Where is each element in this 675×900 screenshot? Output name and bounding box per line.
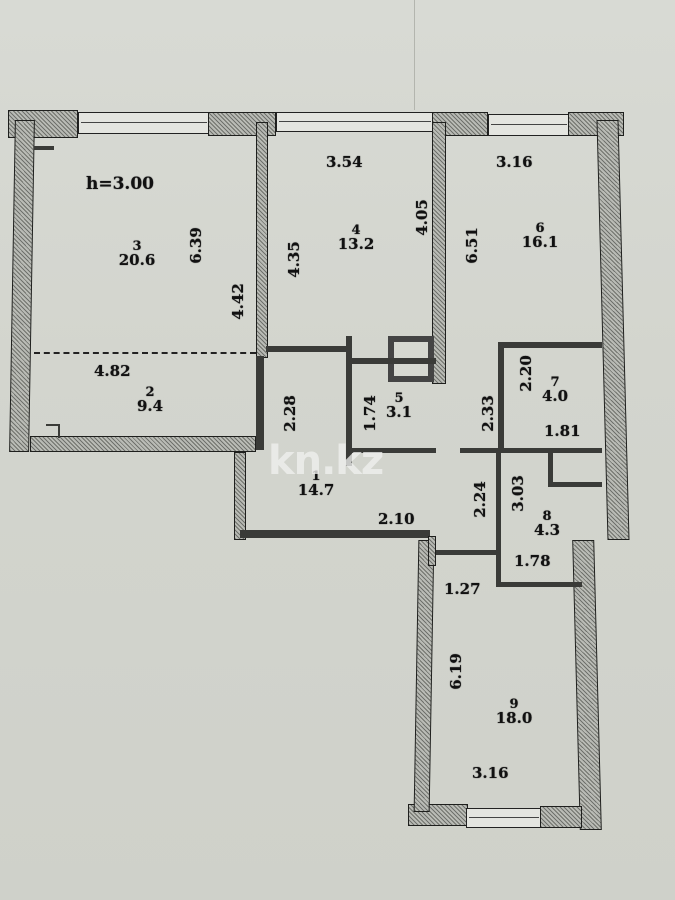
wall-room4-bottom [266,346,350,352]
dimension-label: 3.16 [496,153,533,171]
room-number: 9 [509,697,519,712]
window-room-6 [488,114,570,136]
wall-room8-bottom [496,582,582,587]
room-number: 7 [550,375,560,390]
window-room-4 [276,112,434,132]
wall-room8-notch-bottom [548,482,602,487]
wall-room7-top [498,342,602,348]
room-number: 4 [351,223,361,238]
room-8: 8 4.3 [532,510,562,538]
room-area: 9.4 [136,397,164,415]
room-3: 3 20.6 [112,240,162,268]
room-7: 7 4.0 [540,376,570,404]
wall-room5-top [346,358,436,364]
dimension-label: 6.51 [462,227,481,264]
paper-fold-line [414,0,415,110]
wall-room7 [498,344,504,450]
room-number: 3 [132,239,142,254]
dimension-label: 4.35 [284,241,303,278]
room-area: 4.3 [533,521,561,539]
dimension-label: 3.16 [472,764,509,782]
dimension-label: 2.28 [280,395,299,432]
wall-hall-left [234,452,246,540]
wall-stub-top-left [34,146,54,150]
wall-room8-notch [548,452,553,486]
wall-room5-bottom [352,448,436,453]
dimension-label: 2.20 [516,355,535,392]
room-area: 4.0 [541,387,569,405]
dimension-label: 4.05 [412,199,431,236]
wall-corner-mark [46,424,60,426]
wall-room4-room6 [432,122,446,384]
wall-hall-bottom [240,530,430,538]
room-number: 6 [535,221,545,236]
wall-room9-left-top [428,536,436,566]
window-room-9 [466,808,542,828]
wall-room7-bottom [460,448,602,453]
room-6: 6 16.1 [520,222,560,250]
wall-room2-hall [256,356,264,450]
dimension-label: 1.81 [544,422,581,440]
dimension-label: 4.42 [228,283,247,320]
room-4: 4 13.2 [336,224,376,252]
room-area: 20.6 [118,251,156,269]
room-9: 9 18.0 [492,698,536,726]
room-number: 5 [394,391,404,406]
dimension-label: 3.54 [326,153,363,171]
room-number: 8 [542,509,552,524]
window-room-3 [78,112,210,134]
room-2: 2 9.4 [130,386,170,414]
dimension-label: 2.24 [470,481,489,518]
wall-room5-left [346,336,352,466]
dimension-label: 1.78 [514,552,551,570]
wall-bottom-room-2 [30,436,256,452]
room-area: 13.2 [337,235,375,253]
dimension-label: 6.19 [446,653,465,690]
dimension-label: 2.33 [478,395,497,432]
dimension-label: 2.10 [378,510,415,528]
room-area: 18.0 [495,709,533,727]
room-area: 3.1 [385,403,413,421]
dimension-label: 4.82 [94,362,131,380]
room-area: 14.7 [297,481,335,499]
wall-bottom-room-9-right [540,806,582,828]
wall-room9-hall [430,550,500,555]
ceiling-height-label: h=3.00 [86,174,155,194]
wall-corner-mark-v [58,424,60,438]
wall-room8-left [496,452,501,586]
dimension-label: 1.74 [360,395,379,432]
wall-room3-room4 [256,122,268,358]
room-5: 5 3.1 [384,392,414,420]
zone-divider-room3-room2 [34,352,256,354]
dimension-label: 6.39 [186,227,205,264]
dimension-label: 3.03 [508,475,527,512]
room-number: 1 [311,469,321,484]
dimension-label: 1.27 [444,580,481,598]
room-1: 1 14.7 [296,470,336,498]
room-area: 16.1 [521,233,559,251]
watermark: kn.kz [268,438,384,484]
room-number: 2 [145,385,155,400]
